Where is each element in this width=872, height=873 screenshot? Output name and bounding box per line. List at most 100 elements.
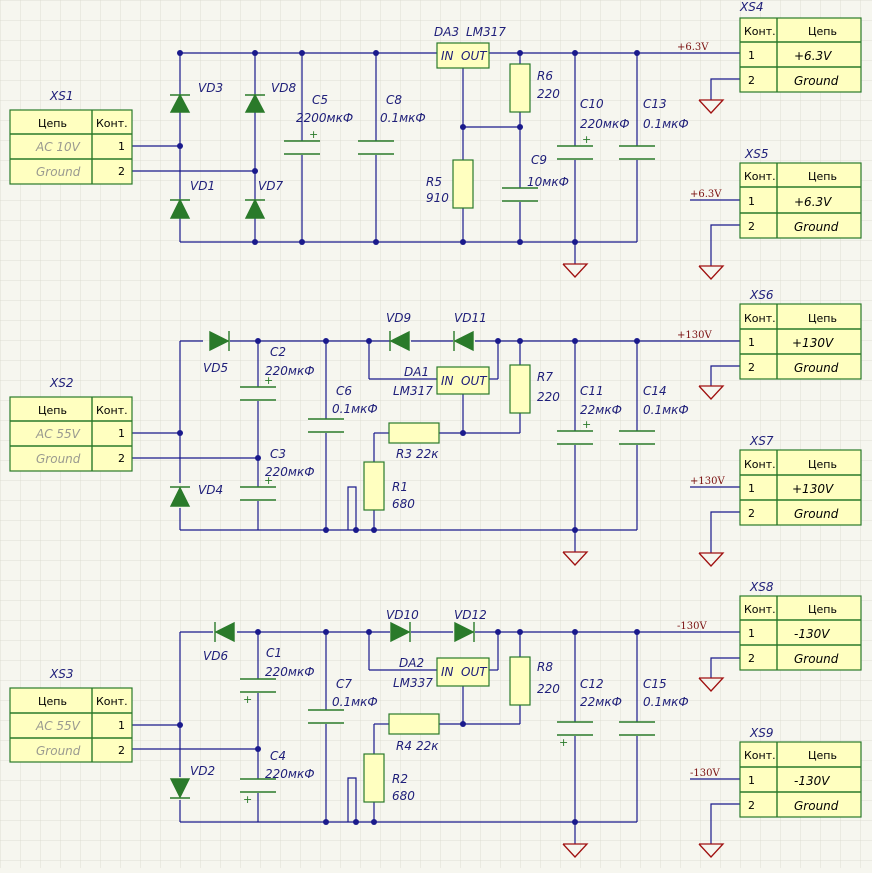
xs7-header-contact: Конт.	[744, 458, 776, 471]
xs9-net1: -130V	[794, 774, 830, 788]
capacitor-c15	[619, 721, 655, 736]
capacitor-c12: +	[557, 721, 593, 749]
r8-value: 220	[537, 682, 560, 696]
capacitor-c5: +	[284, 128, 320, 155]
regulator-da2	[436, 657, 490, 687]
xs3-ref: XS3	[49, 667, 73, 681]
connector-xs3: XS3 Цепь Конт. AC 55V Ground 1 2	[9, 667, 133, 763]
diode-vd9	[389, 330, 410, 352]
xs4-header-contact: Конт.	[744, 25, 776, 38]
r2-ref: R2	[392, 772, 408, 786]
xs8-header-circuit: Цепь	[808, 603, 837, 616]
capacitor-c3: +	[240, 474, 276, 501]
xs7-net1: +130V	[792, 482, 834, 496]
c15-value: 0.1мкФ	[643, 695, 689, 709]
r6-ref: R6	[537, 69, 553, 83]
xs5-net2: Ground	[794, 220, 839, 234]
xs6-pin2: 2	[748, 361, 755, 374]
svg-text:+: +	[309, 128, 318, 141]
resistor-r2	[363, 753, 385, 803]
diode-vd2	[169, 778, 191, 799]
xs7-pin2: 2	[748, 507, 755, 520]
svg-text:+: +	[582, 133, 591, 146]
svg-text:+: +	[264, 474, 273, 487]
diode-vd7	[244, 198, 266, 219]
xs9-pin1: 1	[748, 774, 755, 787]
c8-value: 0.1мкФ	[380, 111, 426, 125]
xs6-header-circuit: Цепь	[808, 312, 837, 325]
resistor-r8	[509, 656, 531, 706]
connector-xs9: XS9 -130V Конт. Цепь 1 2 -130V Ground	[690, 726, 862, 858]
r8-ref: R8	[537, 660, 553, 674]
capacitor-c10: +	[557, 133, 593, 160]
resistor-r5	[452, 159, 474, 209]
vd10-label: VD10	[386, 608, 419, 622]
diode-vd6	[214, 621, 235, 643]
xs8-ref: XS8	[749, 580, 774, 594]
xs2-net1: AC 55V	[35, 427, 81, 441]
ground-symbol	[562, 843, 589, 858]
xs1-net2: Ground	[36, 165, 81, 179]
xs1-header-circuit: Цепь	[38, 117, 67, 130]
xs3-header-circuit: Цепь	[38, 695, 67, 708]
xs9-pin2: 2	[748, 799, 755, 812]
svg-text:+: +	[559, 736, 568, 749]
xs2-header-contact: Конт.	[96, 404, 128, 417]
xs6-ref: XS6	[749, 288, 774, 302]
capacitor-c2: +	[240, 374, 276, 401]
xs4-pin1: 1	[748, 49, 755, 62]
xs1-header-contact: Конт.	[96, 117, 128, 130]
net-label-130-b: +130V	[690, 476, 725, 487]
c2-value: 220мкФ	[265, 364, 315, 378]
da3-in-pin: IN	[441, 49, 454, 63]
c4-ref: C4	[270, 749, 286, 763]
da2-in-pin: IN	[441, 665, 454, 679]
connector-xs5: XS5 +6.3V Конт. Цепь 1 2 +6.3V Ground	[690, 147, 862, 280]
r1-value: 680	[392, 497, 415, 511]
capacitor-c1: +	[240, 678, 276, 706]
diode-vd3	[169, 93, 191, 113]
c11-ref: C11	[580, 384, 604, 398]
connector-xs7: XS7 +130V Конт. Цепь 1 2 +130V Ground	[690, 434, 862, 567]
svg-text:+: +	[582, 418, 591, 431]
capacitor-c6	[308, 418, 344, 433]
resistor-r1	[363, 461, 385, 511]
xs1-pin1: 1	[118, 140, 125, 153]
circuit-plus130: + + + IN OUT VD5 VD9 VD11 VD4 C2 220мкФ …	[132, 311, 720, 566]
xs8-net2: Ground	[794, 652, 839, 666]
c7-ref: C7	[336, 677, 352, 691]
c9-ref: C9	[531, 153, 547, 167]
c6-value: 0.1мкФ	[332, 402, 378, 416]
xs3-header-contact: Конт.	[96, 695, 128, 708]
r3-ref: R3	[396, 447, 412, 461]
diode-vd5	[209, 330, 230, 352]
r5-ref: R5	[426, 175, 442, 189]
resistor-r6	[509, 63, 531, 113]
r7-ref: R7	[537, 370, 553, 384]
xs8-pin1: 1	[748, 627, 755, 640]
xs1-ref: XS1	[49, 89, 73, 103]
xs5-pin2: 2	[748, 220, 755, 233]
xs8-pin2: 2	[748, 652, 755, 665]
vd5-label: VD5	[203, 361, 228, 375]
resistor-r3	[388, 422, 440, 444]
diode-vd8	[244, 93, 266, 113]
xs5-header-contact: Конт.	[744, 170, 776, 183]
net-label-6v3-a: +6.3V	[677, 42, 709, 53]
vd7-label: VD7	[258, 179, 283, 193]
c7-value: 0.1мкФ	[332, 695, 378, 709]
xs4-ref: XS4	[739, 0, 763, 14]
xs5-net1: +6.3V	[794, 195, 832, 209]
ground-symbol	[562, 263, 589, 278]
c14-ref: C14	[643, 384, 667, 398]
vd9-label: VD9	[386, 311, 411, 325]
net-label-m130-b: -130V	[690, 768, 720, 779]
xs2-net2: Ground	[36, 452, 81, 466]
r3-value: 22к	[416, 447, 439, 461]
xs6-header-contact: Конт.	[744, 312, 776, 325]
resistor-r4	[388, 713, 440, 735]
xs5-ref: XS5	[744, 147, 768, 161]
xs7-net2: Ground	[794, 507, 839, 521]
c1-ref: C1	[266, 646, 282, 660]
